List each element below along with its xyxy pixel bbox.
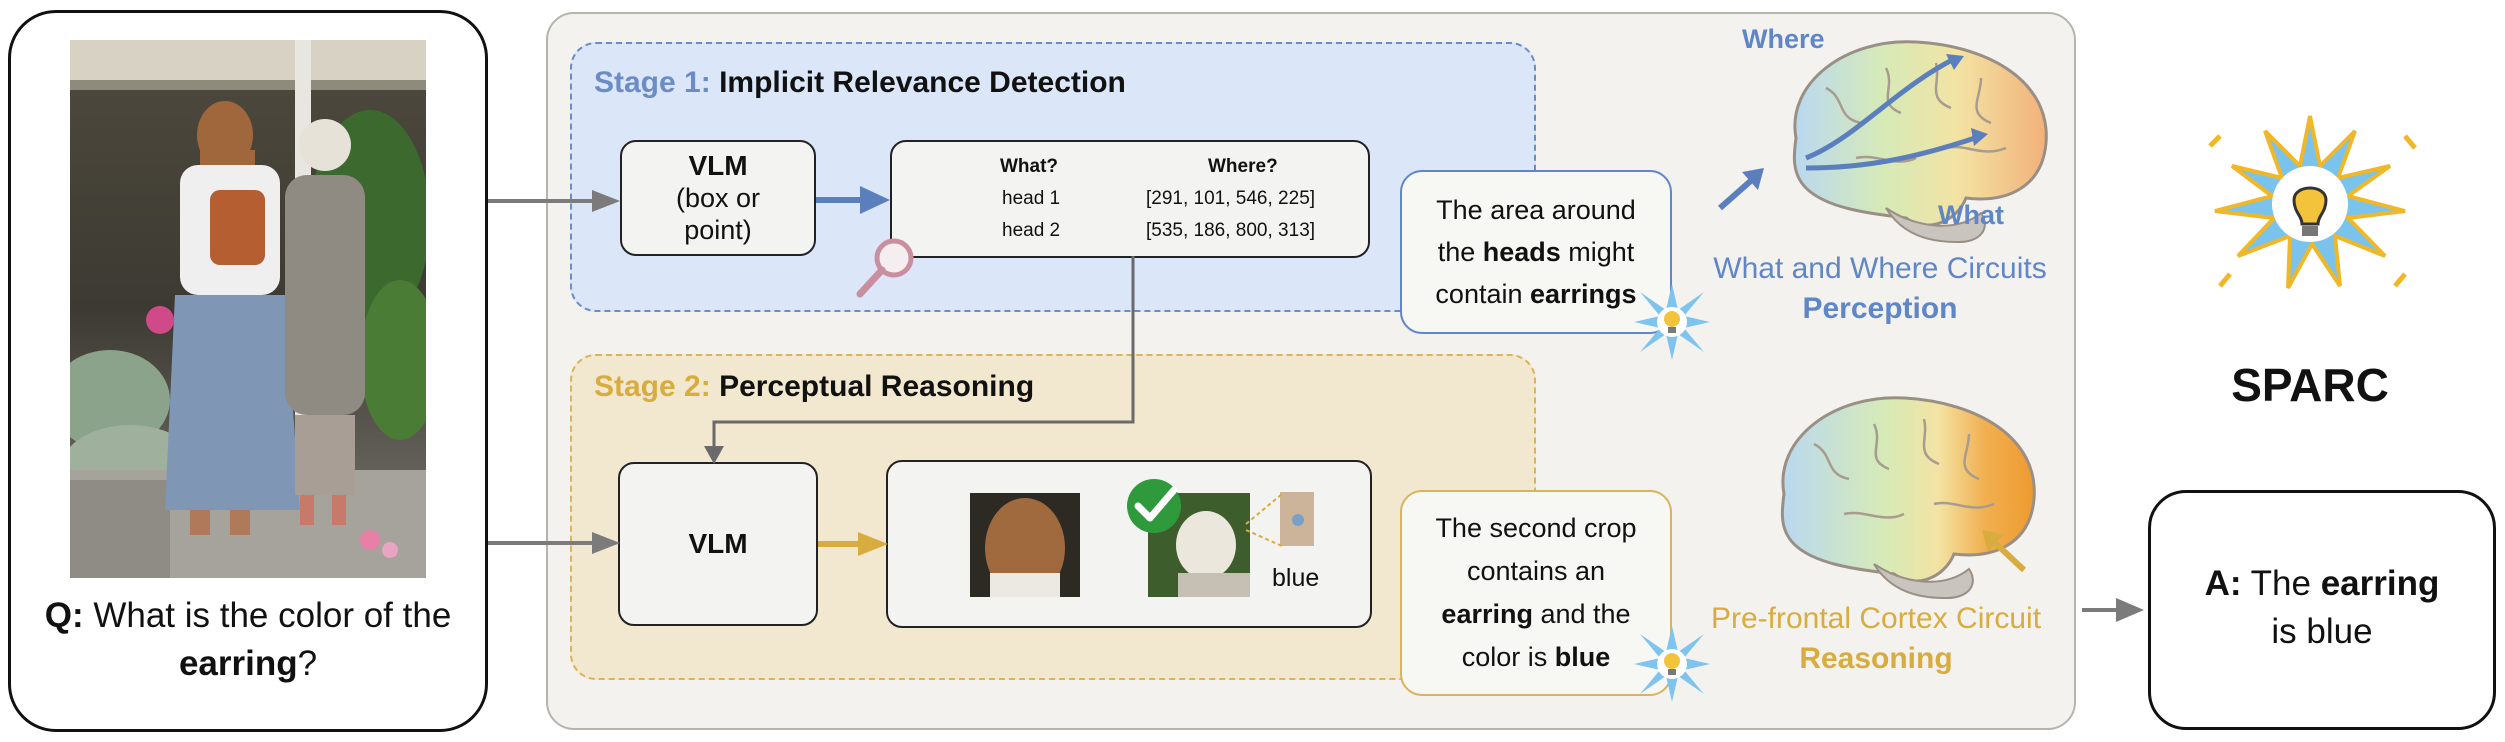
where-label: Where [1742, 24, 1825, 54]
crop-2-image [1148, 493, 1250, 597]
stage2-vlm-box: VLM [618, 462, 818, 626]
sparc-lightbulb-icon [2190, 96, 2430, 316]
stage1-label: Stage 1: Implicit Relevance Detection [594, 66, 1126, 99]
what-label: What [1938, 200, 2004, 230]
arrow-image-to-stage2 [488, 528, 622, 558]
street-photo [70, 40, 426, 578]
table-cell-what: head 1 [1002, 188, 1061, 209]
brain-bottom-role-label: Reasoning [1799, 642, 1953, 675]
arrow-image-to-stage1 [488, 186, 622, 216]
stage1-vlm-box: VLM (box or point) [620, 140, 816, 256]
stage1-vlm-title: VLM [688, 150, 748, 181]
magnifier-icon [852, 232, 922, 302]
lightbulb-icon [1632, 282, 1712, 362]
answer-box [2148, 490, 2496, 730]
stage1-vlm-sub: (box or point) [675, 183, 761, 245]
table-cell-where: [291, 101, 546, 225] [1146, 188, 1316, 209]
table-header-where: Where? [1208, 156, 1278, 177]
answer-text: A: The earring is blue [2204, 564, 2440, 651]
arrow-output-to-stage2 [700, 256, 1140, 466]
brain-bottom-circuit-label: Pre-frontal Cortex Circuit [1710, 602, 2042, 635]
zoom-connector [1244, 490, 1288, 560]
earring-zoom-image [1280, 492, 1314, 546]
arrow-stage2-vlm-to-crops [818, 528, 890, 560]
brain-what-where-illustration [1766, 28, 2066, 248]
gold-pointer-arrow [1978, 528, 2032, 576]
stage2-vlm-title: VLM [688, 528, 748, 559]
table-cell-what: head 2 [1002, 220, 1061, 241]
blue-pointer-arrow [1714, 166, 1768, 214]
brain-top-circuit-label: What and Where Circuits [1713, 252, 2047, 285]
checkmark-icon [1124, 476, 1188, 536]
lightbulb-icon [1632, 624, 1712, 704]
stage1-reasoning-bubble: The area around the heads might contain … [1400, 170, 1672, 334]
crop-1-image [970, 493, 1080, 597]
arrow-stage1-vlm-to-output [816, 182, 892, 218]
stage2-label: Stage 2: Perceptual Reasoning [594, 370, 1035, 403]
table-header-what: What? [1000, 156, 1059, 177]
table-cell-where: [535, 186, 800, 313] [1146, 220, 1316, 241]
question-text: Q: What is the color of the earring? [44, 596, 452, 683]
stage1-output-box [890, 140, 1370, 258]
arrow-to-answer [2082, 594, 2146, 626]
sparc-title: SPARC [2231, 359, 2389, 411]
crop-color-label: blue [1272, 564, 1320, 592]
brain-top-role-label: Perception [1802, 292, 1958, 325]
stage2-reasoning-bubble: The second crop contains an earring and … [1400, 490, 1672, 696]
